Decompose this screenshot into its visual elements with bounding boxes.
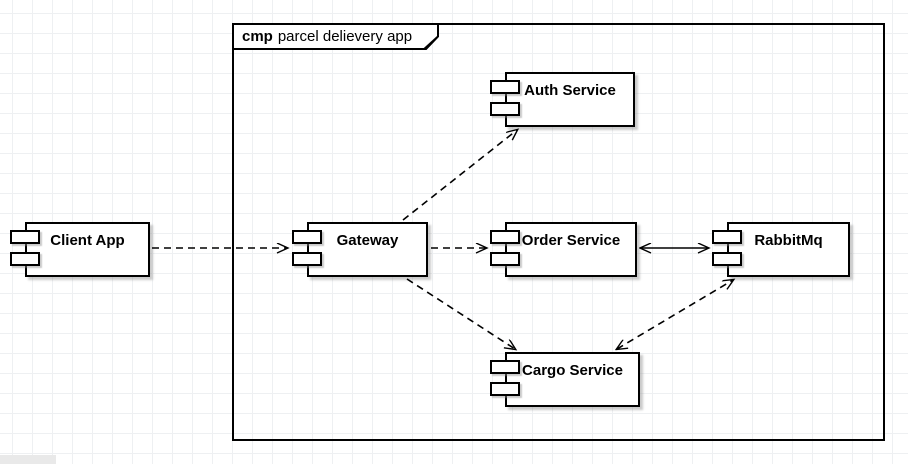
component-order-service[interactable]: Order Service [490,222,637,277]
frame-title-text: parcel delievery app [277,28,413,45]
component-gateway[interactable]: Gateway [292,222,428,277]
port-icon [490,382,520,396]
port-icon [490,102,520,116]
port-icon [10,252,40,266]
edge-cargoservice-rabbitmq[interactable] [617,280,733,349]
edge-gateway-to-cargoservice[interactable] [406,278,515,349]
port-icon [490,80,520,94]
component-label: Cargo Service [522,362,623,379]
component-label: Auth Service [524,82,616,99]
port-icon [490,230,520,244]
component-client-app[interactable]: Client App [10,222,150,277]
component-label: Order Service [521,232,621,249]
port-icon [10,230,40,244]
edge-gateway-to-authservice[interactable] [402,130,517,221]
port-icon [490,360,520,374]
component-label: Client App [50,232,125,249]
scrollbar-corner [0,455,56,464]
port-icon [490,252,520,266]
component-cargo-service[interactable]: Cargo Service [490,352,640,407]
port-icon [712,252,742,266]
component-label: Gateway [336,232,399,249]
frame-title-tab [232,23,439,50]
component-auth-service[interactable]: Auth Service [490,72,635,127]
port-icon [292,252,322,266]
port-icon [292,230,322,244]
frame-keyword: cmp [242,28,273,45]
component-rabbitmq[interactable]: RabbitMq [712,222,850,277]
port-icon [712,230,742,244]
component-label: RabbitMq [754,232,823,249]
